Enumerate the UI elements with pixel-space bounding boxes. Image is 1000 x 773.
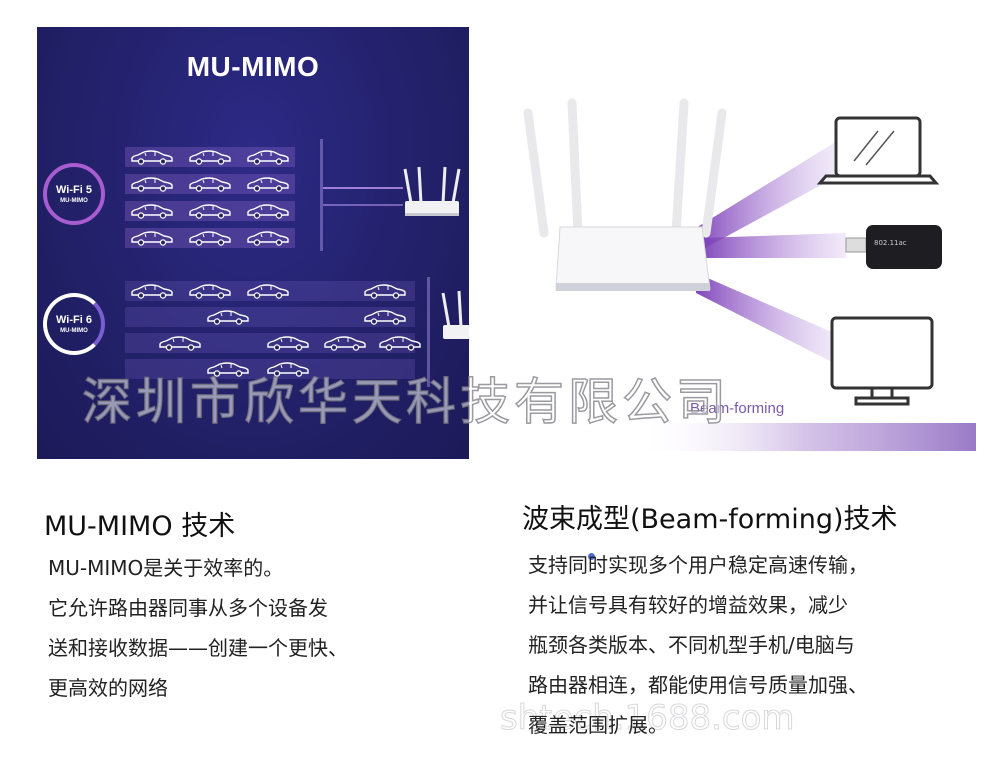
car-icon bbox=[205, 361, 251, 377]
mu-mimo-diagram-title: MU-MIMO bbox=[186, 51, 320, 82]
wifi6-badge: Wi-Fi 6 MU-MIMO bbox=[43, 293, 105, 355]
car-icon bbox=[129, 203, 175, 219]
beamforming-line: 路由器相连，都能使用信号质量加强、 bbox=[528, 673, 868, 697]
car-icon bbox=[187, 230, 233, 246]
beamforming-line: 支持同时实现多个用户稳定高速传输， bbox=[528, 553, 868, 577]
monitor-icon bbox=[830, 316, 934, 406]
router-icon bbox=[441, 290, 469, 339]
mu-mimo-diagram: MU-MIMO Wi-Fi 5 MU-MIMO Wi-Fi 6 MU-MIMO bbox=[37, 27, 469, 459]
car-icon bbox=[129, 149, 175, 165]
mu-mimo-description: MU-MIMO是关于效率的。 它允许路由器同事从多个设备发 送和接收数据——创建… bbox=[48, 553, 348, 713]
car-icon bbox=[377, 335, 423, 351]
wifi6-sublabel: MU-MIMO bbox=[60, 328, 88, 334]
car-icon bbox=[187, 203, 233, 219]
mu-mimo-line: 送和接收数据——创建一个更快、 bbox=[48, 636, 348, 660]
beamforming-heading: 波束成型(Beam-forming)技术 bbox=[522, 504, 898, 535]
beamforming-diagram: 802.11ac bbox=[516, 43, 976, 451]
car-icon bbox=[187, 176, 233, 192]
wifi6-lane bbox=[125, 307, 415, 327]
beam-to-monitor bbox=[696, 273, 834, 363]
car-icon bbox=[265, 361, 311, 377]
wifi5-badge: Wi-Fi 5 MU-MIMO bbox=[43, 163, 105, 225]
beamforming-illustration: 802.11ac bbox=[523, 98, 976, 451]
wifi5-lane bbox=[125, 201, 295, 221]
car-icon bbox=[129, 230, 175, 246]
car-icon bbox=[322, 335, 368, 351]
wifi6-divider bbox=[427, 277, 430, 387]
car-icon bbox=[362, 309, 408, 325]
car-icon bbox=[245, 283, 291, 299]
beamforming-line: 瓶颈各类版本、不同机型手机/电脑与 bbox=[528, 633, 855, 657]
car-icon bbox=[362, 283, 408, 299]
car-icon bbox=[129, 176, 175, 192]
beam-to-laptop bbox=[696, 143, 834, 253]
car-icon bbox=[187, 283, 233, 299]
car-icon bbox=[245, 176, 291, 192]
wifi5-lane bbox=[125, 174, 295, 194]
wifi5-lane bbox=[125, 147, 295, 167]
mu-mimo-line: 它允许路由器同事从多个设备发 bbox=[48, 596, 328, 620]
beamforming-line: 覆盖范围扩展。 bbox=[528, 713, 668, 737]
car-icon bbox=[129, 283, 175, 299]
usb-adapter-icon: 802.11ac bbox=[845, 225, 942, 269]
laptop-icon bbox=[816, 116, 940, 185]
url-watermark: shtech.1688.com bbox=[500, 698, 796, 739]
adapter-label: 802.11ac bbox=[874, 239, 907, 247]
mu-mimo-heading: MU-MIMO 技术 bbox=[44, 511, 236, 542]
beam-base-gradient bbox=[636, 423, 976, 451]
beam-to-adapter bbox=[701, 233, 846, 258]
wifi5-lane bbox=[125, 228, 295, 248]
car-icon bbox=[157, 335, 203, 351]
wifi5-signal-line bbox=[323, 204, 403, 206]
mu-mimo-line: MU-MIMO是关于效率的。 bbox=[48, 556, 284, 580]
router-icon bbox=[403, 166, 461, 216]
wifi5-signal-line bbox=[323, 187, 403, 189]
car-icon bbox=[245, 230, 291, 246]
company-watermark: 深圳市欣华天科技有限公司 bbox=[81, 372, 730, 432]
wifi5-label: Wi-Fi 5 bbox=[56, 184, 92, 196]
car-icon bbox=[205, 309, 251, 325]
bullet-dot bbox=[588, 553, 595, 560]
car-icon bbox=[265, 335, 311, 351]
beamforming-description: 支持同时实现多个用户稳定高速传输， 并让信号具有较好的增益效果，减少 瓶颈各类版… bbox=[528, 550, 868, 750]
car-icon bbox=[245, 149, 291, 165]
mu-mimo-line: 更高效的网络 bbox=[48, 676, 168, 700]
car-icon bbox=[245, 203, 291, 219]
router-large-icon bbox=[523, 98, 727, 291]
beamforming-label: Beam-forming bbox=[690, 400, 785, 417]
wifi5-sublabel: MU-MIMO bbox=[60, 198, 88, 204]
wifi6-label: Wi-Fi 6 bbox=[56, 314, 92, 326]
wifi5-divider bbox=[320, 139, 323, 251]
beamforming-line: 并让信号具有较好的增益效果，减少 bbox=[528, 593, 848, 617]
car-icon bbox=[187, 149, 233, 165]
